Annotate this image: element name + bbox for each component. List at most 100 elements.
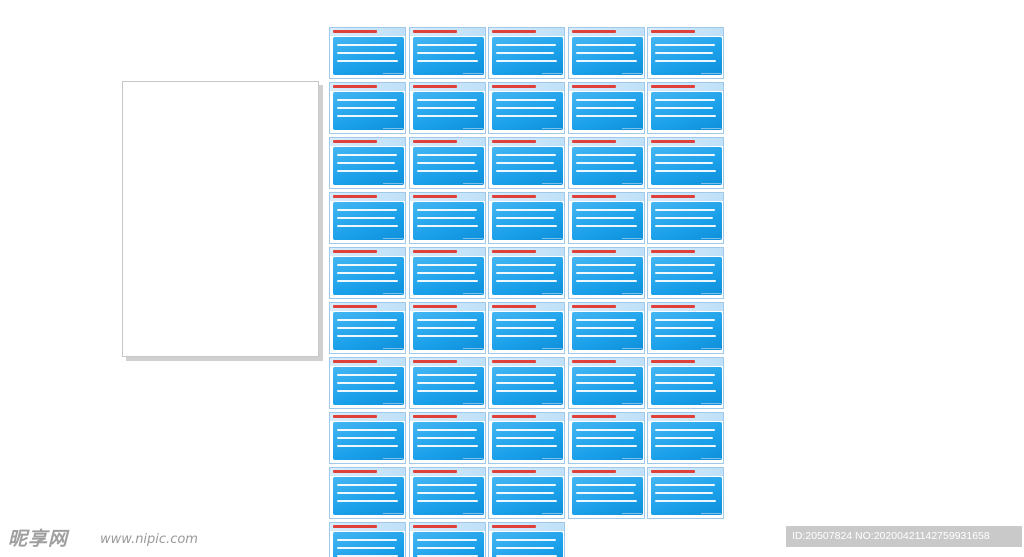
thumbnail-text-line: [337, 272, 395, 274]
thumbnail-body: [333, 422, 404, 460]
thumbnail-title-bar: [413, 305, 457, 308]
thumbnail-footer-line: [622, 183, 642, 187]
thumbnail-text-line: [417, 209, 477, 211]
thumbnail-text-line: [496, 382, 554, 384]
thumbnail-footer-line: [701, 73, 721, 77]
thumbnail-text-line: [417, 539, 477, 541]
thumbnail-text-line: [496, 547, 554, 549]
poster-thumbnail: [488, 137, 565, 189]
thumbnail-text-line: [496, 52, 554, 54]
thumbnail-title-bar: [572, 470, 616, 473]
thumbnail-title-bar: [413, 85, 457, 88]
thumbnail-text-line: [496, 555, 557, 557]
thumbnail-title-bar: [492, 140, 536, 143]
thumbnail-title-bar: [333, 470, 377, 473]
thumbnail-title-bar: [651, 470, 695, 473]
thumbnail-text-line: [417, 319, 477, 321]
thumbnail-footer-line: [463, 238, 483, 242]
thumbnail-text-line: [655, 44, 715, 46]
thumbnail-title-bar: [492, 85, 536, 88]
poster-thumbnail: [647, 467, 724, 519]
thumbnail-text-line: [417, 217, 475, 219]
thumbnail-title-bar: [572, 415, 616, 418]
thumbnail-footer-line: [383, 458, 403, 462]
thumbnail-text-line: [417, 60, 478, 62]
thumbnail-text-line: [417, 484, 477, 486]
thumbnail-text-line: [337, 107, 395, 109]
poster-thumbnail: [409, 137, 486, 189]
poster-thumbnail: [409, 357, 486, 409]
thumbnail-text-line: [576, 437, 634, 439]
thumbnail-text-line: [337, 319, 397, 321]
thumbnail-text-line: [417, 492, 475, 494]
image-id-label: ID:20507824 NO:20200421142759931658: [786, 526, 1022, 547]
thumbnail-text-line: [337, 335, 398, 337]
poster-thumbnail: [568, 247, 645, 299]
thumbnail-footer-line: [622, 73, 642, 77]
thumbnail-footer-line: [701, 403, 721, 407]
thumbnail-text-line: [655, 154, 715, 156]
thumbnail-text-line: [655, 162, 713, 164]
poster-thumbnail: [568, 27, 645, 79]
poster-thumbnail: [329, 247, 406, 299]
thumbnail-text-line: [655, 335, 716, 337]
thumbnail-body: [413, 477, 484, 515]
thumbnail-title-bar: [492, 250, 536, 253]
thumbnail-title-bar: [413, 30, 457, 33]
thumbnail-text-line: [337, 264, 397, 266]
thumbnail-text-line: [576, 52, 634, 54]
thumbnail-footer-line: [463, 403, 483, 407]
poster-thumbnail: [647, 82, 724, 134]
thumbnail-title-bar: [413, 415, 457, 418]
thumbnail-title-bar: [413, 470, 457, 473]
thumbnail-title-bar: [492, 470, 536, 473]
poster-thumbnail: [409, 412, 486, 464]
poster-thumbnail: [329, 137, 406, 189]
thumbnail-title-bar: [651, 85, 695, 88]
thumbnail-text-line: [576, 374, 636, 376]
thumbnail-text-line: [496, 217, 554, 219]
watermark-url: www.nipic.com: [100, 532, 198, 547]
poster-thumbnail: [647, 27, 724, 79]
poster-thumbnail: [488, 357, 565, 409]
thumbnail-text-line: [496, 319, 556, 321]
thumbnail-text-line: [417, 225, 478, 227]
poster-thumbnail: [409, 467, 486, 519]
thumbnail-footer-line: [463, 458, 483, 462]
thumbnail-text-line: [417, 374, 477, 376]
thumbnail-body: [651, 422, 722, 460]
thumbnail-footer-line: [463, 348, 483, 352]
thumbnail-body: [572, 37, 643, 75]
thumbnail-text-line: [496, 162, 554, 164]
thumbnail-title-bar: [333, 415, 377, 418]
thumbnail-text-line: [417, 44, 477, 46]
thumbnail-text-line: [337, 492, 395, 494]
thumbnail-footer-line: [463, 293, 483, 297]
thumbnail-body: [492, 147, 563, 185]
thumbnail-text-line: [337, 500, 398, 502]
thumbnail-footer-line: [701, 513, 721, 517]
thumbnail-body: [333, 257, 404, 295]
thumbnail-body: [333, 147, 404, 185]
thumbnail-footer-line: [383, 128, 403, 132]
thumbnail-footer-line: [701, 183, 721, 187]
thumbnail-body: [651, 202, 722, 240]
thumbnail-text-line: [337, 217, 395, 219]
poster-thumbnail: [409, 302, 486, 354]
thumbnail-text-line: [655, 272, 713, 274]
thumbnail-text-line: [496, 154, 556, 156]
thumbnail-title-bar: [492, 30, 536, 33]
poster-thumbnail: [488, 412, 565, 464]
thumbnail-text-line: [655, 225, 716, 227]
thumbnail-title-bar: [572, 85, 616, 88]
thumbnail-text-line: [576, 209, 636, 211]
thumbnail-title-bar: [333, 140, 377, 143]
thumbnail-text-line: [496, 99, 556, 101]
thumbnail-title-bar: [492, 360, 536, 363]
poster-thumbnail: [488, 522, 565, 557]
thumbnail-text-line: [496, 209, 556, 211]
thumbnail-title-bar: [333, 30, 377, 33]
thumbnail-title-bar: [651, 140, 695, 143]
thumbnail-text-line: [655, 115, 716, 117]
thumbnail-body: [492, 37, 563, 75]
